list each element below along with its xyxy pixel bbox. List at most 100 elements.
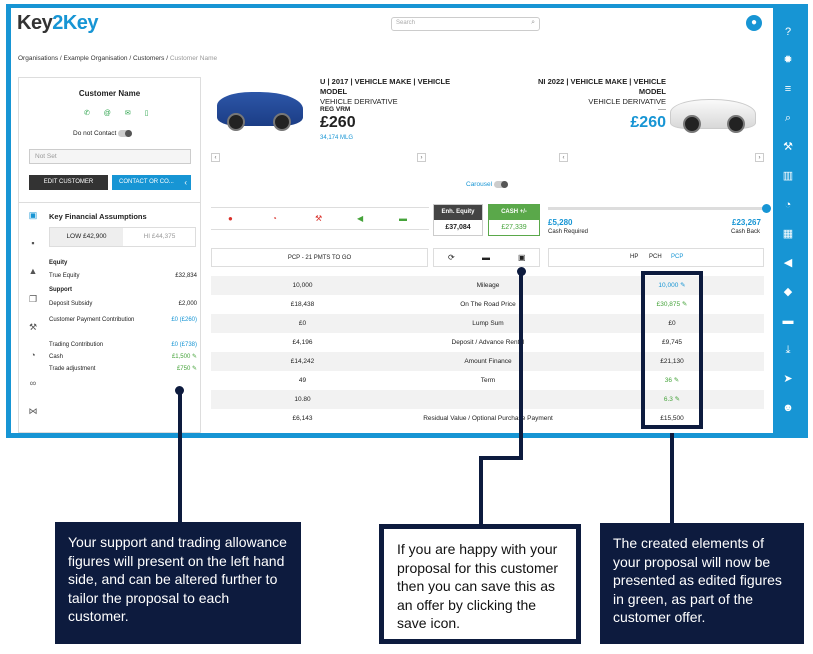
cash-back-label: Cash Back <box>731 229 761 235</box>
cash-box: CASH +/- £27,339 <box>488 204 540 236</box>
copy-icon[interactable]: ❐ <box>28 294 38 304</box>
megaphone-icon[interactable]: ◀ <box>357 214 364 223</box>
assumptions-title: Key Financial Assumptions <box>49 212 147 221</box>
current-vehicle-mileage[interactable]: 34,174 MLG <box>320 135 354 141</box>
contact-icons[interactable]: ✆ @ ✉ ▯ <box>84 110 155 117</box>
lock-icon[interactable]: ▲ <box>28 266 38 276</box>
pointer-line <box>519 270 523 460</box>
cash-label: CASH +/- <box>489 205 539 220</box>
chart-icon[interactable]: ▥ <box>782 170 794 182</box>
send-icon[interactable]: ➤ <box>783 373 793 385</box>
tab-hp[interactable]: HP <box>630 254 639 260</box>
side-icons: ▣ ▪ ▲ ❐ ⚒ ◔ ∞ ⋈ <box>24 210 42 433</box>
tag-icon[interactable]: ◆ <box>783 286 793 298</box>
hammer-icon[interactable]: ⚒ <box>783 141 793 153</box>
calculator-icon[interactable]: ▦ <box>782 228 794 240</box>
status-select[interactable]: Not Set <box>29 149 191 164</box>
new-vehicle-reg: ---- <box>658 107 666 113</box>
cash-required-value: £5,280 <box>548 218 573 227</box>
gauge-icon[interactable]: ◔ <box>784 199 792 211</box>
callout-middle: If you are happy with your proposal for … <box>379 524 581 644</box>
menu-icon[interactable]: ≡ <box>784 83 792 95</box>
app-window: Key2Key Search⌕ ● Organisations / Exampl… <box>11 8 773 433</box>
save-icon[interactable]: ▣ <box>518 253 526 262</box>
current-vehicle-price: £260 <box>320 114 356 131</box>
car-icon[interactable]: ▬ <box>782 315 794 327</box>
divider <box>19 202 200 203</box>
new-vehicle-image <box>670 99 756 133</box>
action-bar: ⟳ ▬ ▣ <box>433 248 540 267</box>
link-icon[interactable]: ∞ <box>29 378 37 388</box>
cash-slider-thumb[interactable] <box>762 204 771 213</box>
right-arrow-icon[interactable]: › <box>417 153 426 162</box>
current-vehicle-image <box>217 92 303 131</box>
pointer-line <box>479 456 523 460</box>
search-input[interactable]: Search⌕ <box>391 17 540 31</box>
logo: Key2Key <box>17 12 99 34</box>
new-vehicle-title: NI 2022 | VEHICLE MAKE | VEHICLE MODEL <box>538 77 666 96</box>
equity-box: Enh. Equity £37,084 <box>433 204 483 236</box>
new-vehicle-price[interactable]: £260 <box>630 114 666 131</box>
money-icon[interactable]: ▣ <box>28 210 38 220</box>
carousel-toggle[interactable]: Carousel <box>466 181 508 188</box>
tab-pch[interactable]: PCH <box>649 254 662 260</box>
vehicle-comparison: U | 2017 | VEHICLE MAKE | VEHICLE MODEL … <box>211 77 764 167</box>
current-vehicle-derivative: VEHICLE DERIVATIVE <box>320 97 398 106</box>
refresh-icon[interactable]: ⟳ <box>448 253 455 262</box>
megaphone-icon[interactable]: ◀ <box>783 257 793 269</box>
breadcrumb-org[interactable]: Organisations <box>18 55 59 62</box>
low-high-toggle[interactable]: LOW £42,900 HI £44,375 <box>49 227 196 247</box>
current-vehicle-reg: REG VRM <box>320 106 351 113</box>
customer-panel: Customer Name ✆ @ ✉ ▯ Do not Contact Not… <box>18 77 201 433</box>
status-icon-bar: ● ◔ ⚒ ◀ ▬ <box>211 207 429 230</box>
right-arrow-icon[interactable]: › <box>755 153 764 162</box>
breadcrumb-current: Customer Name <box>169 55 218 62</box>
left-arrow-icon[interactable]: ‹ <box>559 153 568 162</box>
gauge-icon[interactable]: ◔ <box>30 350 36 360</box>
pointer-line <box>670 433 674 523</box>
equity-label: Enh. Equity <box>434 205 482 220</box>
breadcrumb-customers[interactable]: Customers <box>132 55 165 62</box>
edit-customer-button[interactable]: EDIT CUSTOMER <box>29 175 108 190</box>
callout-left: Your support and trading allowance figur… <box>55 522 301 644</box>
right-rail: ? ✹ ≡ ⌕ ⚒ ▥ ◔ ▦ ◀ ◆ ▬ ⤓ ➤ ☻ <box>773 8 803 433</box>
user-icon[interactable]: ● <box>746 15 762 31</box>
alert-icon[interactable]: ● <box>228 214 233 223</box>
pointer-line <box>178 390 182 522</box>
high-option[interactable]: HI £44,375 <box>143 233 176 240</box>
pcp-label: PCP - 21 PMTS TO GO <box>211 248 428 267</box>
help-icon[interactable]: ? <box>784 26 792 38</box>
cash-slider[interactable] <box>548 207 765 210</box>
breadcrumb: Organisations / Example Organisation / C… <box>18 55 218 62</box>
users-icon[interactable]: ☻ <box>782 402 794 414</box>
download-icon[interactable]: ⤓ <box>785 344 791 356</box>
low-option[interactable]: LOW £42,900 <box>50 228 123 246</box>
tab-pcp[interactable]: PCP <box>671 254 684 260</box>
money-icon[interactable]: ▬ <box>399 214 407 223</box>
gear-icon[interactable]: ✹ <box>783 54 793 66</box>
wrench-icon[interactable]: ⚒ <box>28 322 38 332</box>
customer-name: Customer Name <box>78 89 141 98</box>
wrench-icon[interactable]: ⚒ <box>315 214 323 223</box>
do-not-contact-toggle[interactable] <box>118 130 133 137</box>
new-vehicle-derivative: VEHICLE DERIVATIVE <box>588 97 666 106</box>
search-icon[interactable]: ⌕ <box>784 112 792 124</box>
left-arrow-icon[interactable]: ‹ <box>211 153 220 162</box>
gauge-icon[interactable]: ◔ <box>272 214 277 223</box>
contact-button[interactable]: CONTACT OR CO...‹ <box>112 175 191 190</box>
chevron-left-icon: ‹ <box>184 178 187 187</box>
callout-right: The created elements of your proposal wi… <box>600 523 804 644</box>
chat-icon[interactable]: ▪ <box>31 238 35 248</box>
breadcrumb-example[interactable]: Example Organisation <box>63 55 128 62</box>
handshake-icon[interactable]: ⋈ <box>28 406 38 416</box>
current-vehicle-title: U | 2017 | VEHICLE MAKE | VEHICLE MODEL <box>320 77 451 96</box>
equity-value: £37,084 <box>445 224 471 231</box>
car-icon[interactable]: ▬ <box>482 253 490 262</box>
